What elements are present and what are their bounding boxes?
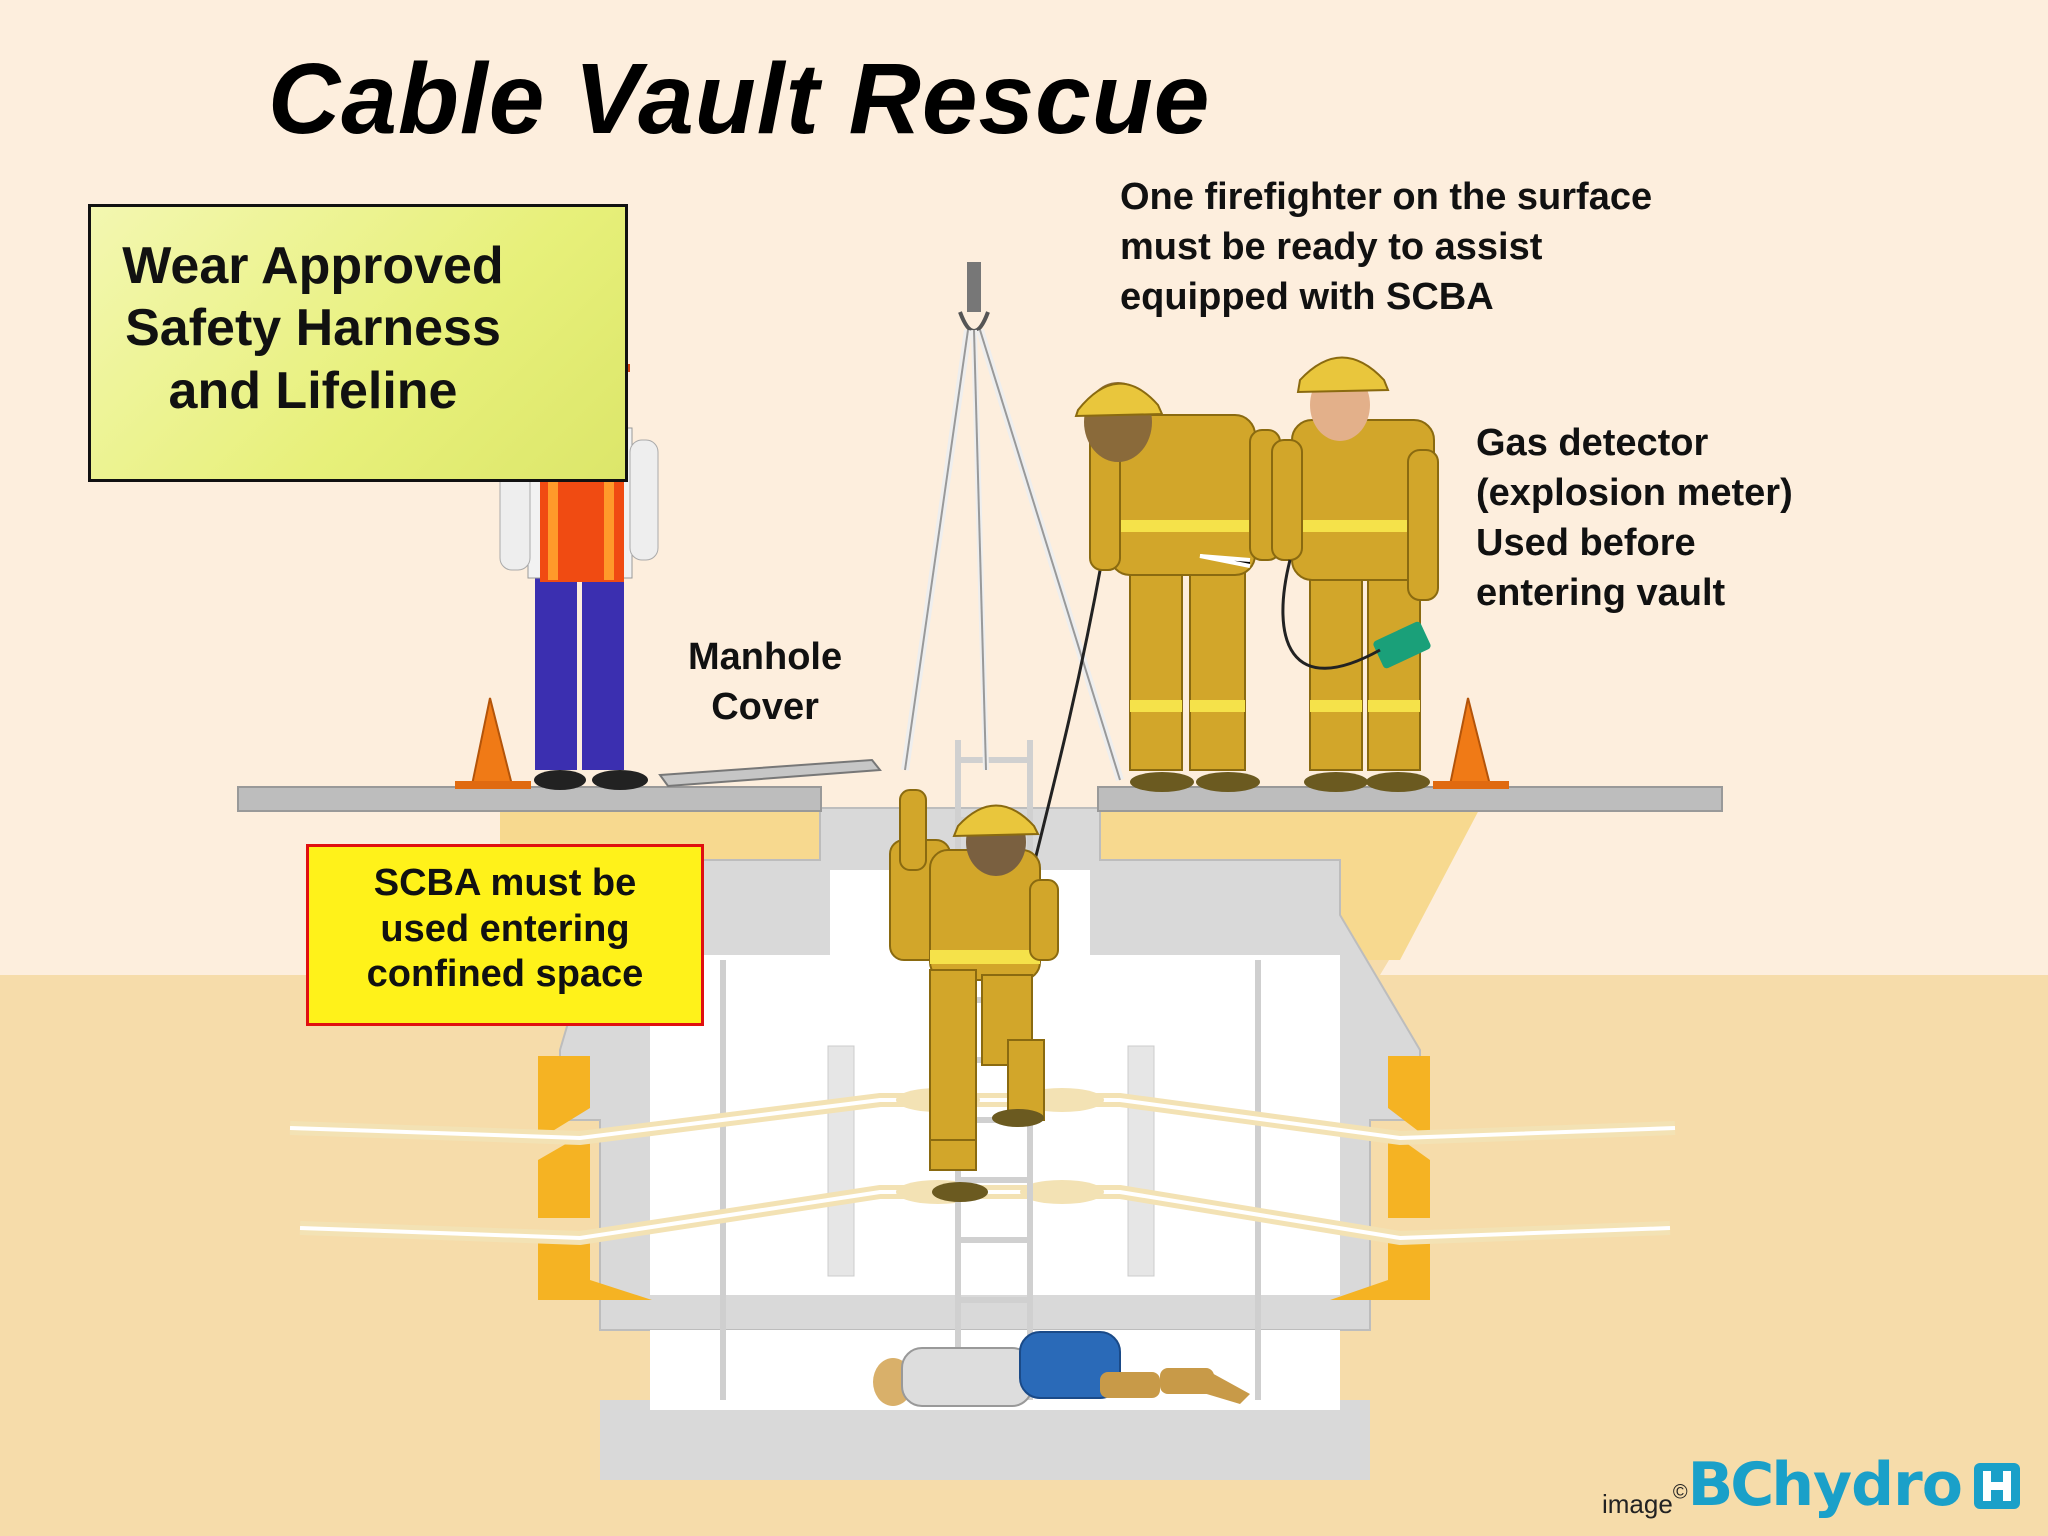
gas-detector-label-line: Used before <box>1476 522 1696 565</box>
image-credit: image©BChydro <box>1602 1450 2021 1520</box>
firefighter-label-line: equipped with SCBA <box>1120 276 1494 319</box>
credit-prefix: image <box>1602 1489 1673 1519</box>
harness-callout-box: Wear Approved Safety Harness and Lifelin… <box>88 204 628 482</box>
manhole-cover-label: Manhole Cover <box>688 632 842 732</box>
gas-detector-label-line: Gas detector <box>1476 422 1709 464</box>
brand-bc: BC <box>1687 1450 1775 1520</box>
scba-callout-line: used entering <box>380 907 630 950</box>
scba-callout-line: SCBA must be <box>373 862 637 904</box>
gas-detector-label-line: (explosion meter) <box>1476 472 1793 515</box>
manhole-label-line: Cover <box>711 686 819 729</box>
traffic-cone-right <box>1433 697 1509 789</box>
firefighter-surface-label: One firefighter on the surface must be r… <box>1120 172 1652 322</box>
brand-hydro: hydro <box>1771 1450 1963 1520</box>
rescue-tripod <box>901 262 1124 782</box>
lifeline-rope <box>1028 559 1104 881</box>
duct-banks <box>538 1056 1430 1300</box>
page-title: Cable Vault Rescue <box>268 43 1211 155</box>
manhole-label-line: Manhole <box>688 636 843 678</box>
firefighter-label-line: One firefighter on the surface <box>1120 176 1653 218</box>
cables <box>289 1088 1676 1246</box>
scba-callout-box: SCBA must be used entering confined spac… <box>306 844 704 1026</box>
gas-detector-firefighter-figure <box>1199 356 1439 792</box>
victim-figure <box>873 1331 1250 1407</box>
traffic-cone-left <box>455 697 531 789</box>
scba-callout-line: confined space <box>366 953 644 996</box>
gas-detector-label: Gas detector (explosion meter) Used befo… <box>1476 418 1793 619</box>
copyright-symbol: © <box>1672 1481 1688 1504</box>
harness-callout-line: and Lifeline <box>168 361 458 420</box>
harness-callout-line: Wear Approved <box>122 237 504 295</box>
gas-detector-label-line: entering vault <box>1476 572 1726 615</box>
harness-callout-line: Safety Harness <box>125 299 501 358</box>
climbing-firefighter-figure <box>889 789 1059 1202</box>
manhole-cover <box>658 758 882 788</box>
bc-hydro-logo-icon <box>1974 1463 2021 1509</box>
firefighter-label-line: must be ready to assist <box>1120 226 1543 269</box>
